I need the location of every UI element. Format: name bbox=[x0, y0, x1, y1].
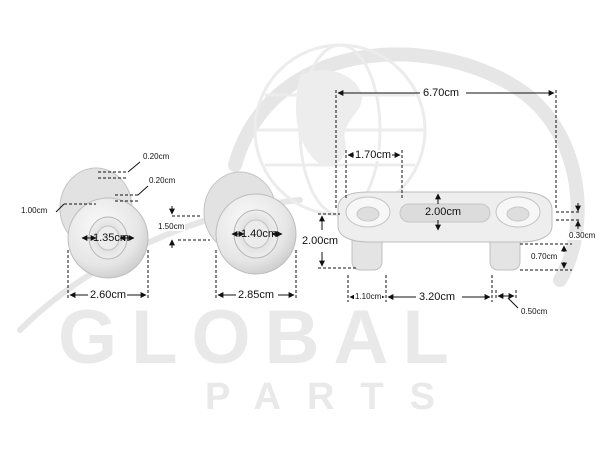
wheel-a-outer-label: 2.60cm bbox=[89, 289, 128, 301]
wheel-b bbox=[203, 171, 297, 275]
bracket-inner-width-label: 2.00cm bbox=[425, 206, 462, 218]
wheel-a bbox=[59, 167, 149, 279]
bracket-right-post-width-label: 0.50cm bbox=[520, 307, 549, 316]
dimension-lines bbox=[55, 90, 581, 309]
bracket-post-width-label: 1.10cm bbox=[354, 292, 383, 301]
bracket-post-spacing-label: 3.20cm bbox=[418, 291, 457, 303]
wheel-a-hub-label: 1.35cm bbox=[93, 232, 130, 244]
bracket-cup-label: 1.70cm bbox=[354, 149, 393, 161]
wheel-b-outer-label: 2.85cm bbox=[237, 289, 276, 301]
wheel-a-rim-bottom-label: 0.20cm bbox=[148, 176, 177, 185]
watermark-brand-text: GLOBAL bbox=[58, 295, 463, 380]
bracket-right-post-height-label: 0.70cm bbox=[530, 252, 559, 261]
wheel-a-rim-top-label: 0.20cm bbox=[142, 152, 171, 161]
bracket bbox=[337, 191, 553, 271]
bracket-height-label: 2.00cm bbox=[301, 235, 340, 247]
wheel-a-width-label: 1.00cm bbox=[20, 206, 49, 215]
bracket-length-label: 6.70cm bbox=[422, 87, 461, 99]
wheel-b-side-label: 1.50cm bbox=[157, 222, 186, 231]
wheel-b-hub-label: 1.40cm bbox=[241, 228, 278, 240]
bracket-top-thickness-label: 0.30cm bbox=[568, 231, 597, 240]
watermark-sub-text: PARTS bbox=[205, 376, 461, 418]
